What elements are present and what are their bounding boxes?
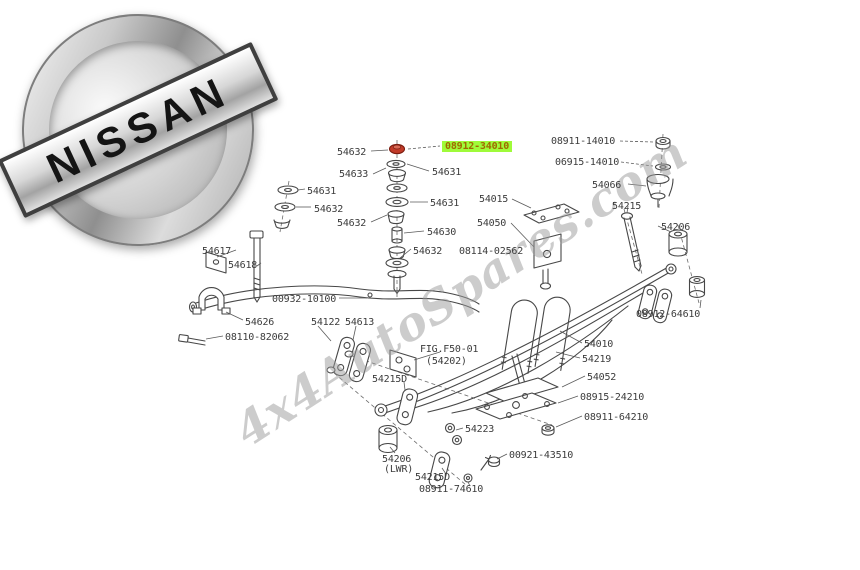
u-bolts-drawing bbox=[500, 296, 571, 374]
part-label: 54631 bbox=[430, 198, 460, 209]
stabilizer-link-parts-drawing bbox=[385, 143, 409, 295]
bump-stop-54066-drawing bbox=[646, 173, 674, 208]
fig-bracket-drawing bbox=[389, 349, 417, 378]
part-label: 54618 bbox=[228, 260, 258, 271]
highlighted-part-label: 08912-34010 bbox=[442, 141, 513, 152]
part-label: 54122 bbox=[311, 317, 341, 328]
part-label: 08110-82062 bbox=[225, 332, 290, 343]
part-label: 06915-14010 bbox=[555, 157, 620, 168]
part-label: 54631 bbox=[432, 167, 462, 178]
nut-and-washer-drawing bbox=[654, 136, 672, 171]
leader-lines bbox=[205, 140, 702, 487]
stabilizer-bar-drawing bbox=[188, 285, 480, 313]
part-label: 54632 bbox=[413, 246, 443, 257]
left-washer-stack-drawing bbox=[273, 185, 299, 229]
clamp-54626-drawing bbox=[192, 287, 231, 315]
part-label: 54223 bbox=[465, 424, 495, 435]
bolt-08110-82062-drawing bbox=[178, 334, 206, 346]
bracket-54050-drawing bbox=[533, 233, 562, 290]
part-label: 54215D bbox=[372, 374, 407, 385]
part-label: 54617 bbox=[202, 246, 232, 257]
spring-plates-drawing bbox=[475, 377, 559, 420]
part-label: (54202) bbox=[426, 356, 467, 367]
part-label: 54206 bbox=[661, 222, 691, 233]
part-label: 54050 bbox=[477, 218, 507, 229]
front-shackle-drawing bbox=[326, 336, 371, 383]
part-label: 00932-10100 bbox=[272, 294, 337, 305]
part-label: 08911-14010 bbox=[551, 136, 616, 147]
part-label: 08912-64610 bbox=[636, 309, 701, 320]
part-label: 54215 bbox=[612, 201, 642, 212]
part-label: 54052 bbox=[587, 372, 617, 383]
rear-shackle-drawing bbox=[637, 284, 673, 324]
part-label: 54215D bbox=[415, 472, 450, 483]
leaf-spring-drawing bbox=[374, 263, 677, 417]
part-label: 08911-74610 bbox=[419, 484, 484, 495]
part-label: 54632 bbox=[314, 204, 344, 215]
part-label: 54633 bbox=[339, 169, 369, 180]
part-label: 54630 bbox=[427, 227, 457, 238]
part-label: 54632 bbox=[337, 147, 367, 158]
part-label: (LWR) bbox=[384, 464, 414, 475]
part-label: 54010 bbox=[584, 339, 614, 350]
plate-54015-drawing bbox=[523, 203, 580, 224]
bolt-54215-drawing bbox=[620, 212, 642, 272]
part-label: 54219 bbox=[582, 354, 612, 365]
bolt-54618-drawing bbox=[249, 230, 264, 303]
part-label: 54613 bbox=[345, 317, 375, 328]
part-label: 54626 bbox=[245, 317, 275, 328]
part-label: 54631 bbox=[307, 186, 337, 197]
part-label: 54632 bbox=[337, 218, 367, 229]
part-label: 54206 bbox=[382, 454, 412, 465]
part-label: 54066 bbox=[592, 180, 622, 191]
part-label: 00921-43510 bbox=[509, 450, 574, 461]
part-label: 54015 bbox=[479, 194, 509, 205]
part-label: 08915-24210 bbox=[580, 392, 645, 403]
part-label: 08911-64210 bbox=[584, 412, 649, 423]
bushings-54206-drawing bbox=[668, 229, 706, 298]
part-label: 08114-02562 bbox=[459, 246, 524, 257]
part-label: FIG.F50-01 bbox=[420, 344, 479, 355]
